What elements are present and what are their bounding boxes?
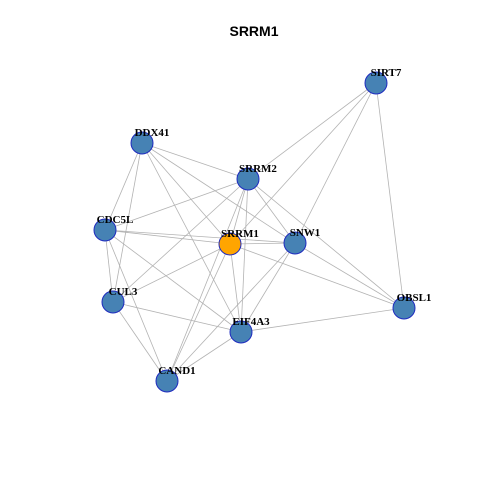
- graph-title: SRRM1: [229, 23, 278, 39]
- node-obsl1: OBSL1: [392, 292, 432, 320]
- edge-srrm2-snw1: [247, 178, 296, 244]
- node-srrm2: SRRM2: [236, 163, 277, 191]
- edge-ddx41-cdc5l: [104, 142, 143, 231]
- edge-ddx41-srrm2: [141, 142, 249, 180]
- edge-sirt7-srrm2: [247, 82, 377, 180]
- edge-ddx41-srrm1: [141, 142, 231, 245]
- edge-snw1-cand1: [166, 242, 296, 382]
- node-label: SIRT7: [371, 67, 402, 79]
- node-circle: [218, 232, 242, 256]
- edge-cdc5l-cul3: [104, 229, 114, 303]
- node-circle: [392, 296, 416, 320]
- node-circle: [93, 218, 117, 242]
- edge-eif4a3-obsl1: [240, 307, 405, 333]
- edge-snw1-eif4a3: [240, 242, 296, 333]
- edge-snw1-obsl1: [294, 242, 405, 309]
- edge-cdc5l-cand1: [104, 229, 168, 382]
- edge-sirt7-obsl1: [375, 82, 405, 309]
- node-circle: [101, 290, 125, 314]
- node-cul3: CUL3: [101, 286, 138, 314]
- edge-srrm2-cand1: [166, 178, 249, 382]
- edge-cul3-eif4a3: [112, 301, 242, 333]
- edge-srrm2-eif4a3: [240, 178, 249, 333]
- node-eif4a3: EIF4A3: [229, 316, 270, 344]
- edge-sirt7-snw1: [294, 82, 377, 244]
- node-circle: [236, 167, 260, 191]
- node-label: EIF4A3: [232, 316, 270, 328]
- node-label: OBSL1: [397, 292, 432, 304]
- edge-eif4a3-cand1: [166, 331, 242, 382]
- node-label: SRRM2: [239, 163, 277, 175]
- node-label: DDX41: [135, 127, 170, 139]
- node-cdc5l: CDC5L: [93, 214, 134, 242]
- edge-srrm1-cul3: [112, 243, 231, 303]
- node-circle: [130, 131, 154, 155]
- edge-ddx41-eif4a3: [141, 142, 242, 333]
- edge-sirt7-srrm1: [229, 82, 377, 245]
- node-cand1: CAND1: [155, 365, 196, 393]
- edge-cul3-cand1: [112, 301, 168, 382]
- node-circle: [229, 320, 253, 344]
- node-srrm1: SRRM1: [218, 228, 259, 256]
- edge-cdc5l-srrm1: [104, 229, 231, 245]
- node-ddx41: DDX41: [130, 127, 170, 155]
- node-circle: [155, 369, 179, 393]
- node-label: SNW1: [290, 227, 321, 239]
- edge-srrm1-cand1: [166, 243, 231, 382]
- edge-srrm2-cul3: [112, 178, 249, 303]
- edge-srrm1-eif4a3: [229, 243, 242, 333]
- node-label: CUL3: [109, 286, 138, 298]
- node-circle: [283, 231, 307, 255]
- node-circle: [364, 71, 388, 95]
- edge-srrm2-obsl1: [247, 178, 405, 309]
- node-snw1: SNW1: [283, 227, 321, 255]
- node-sirt7: SIRT7: [364, 67, 402, 95]
- node-label: SRRM1: [221, 228, 259, 240]
- edge-ddx41-snw1: [141, 142, 296, 244]
- edge-ddx41-cul3: [112, 142, 143, 303]
- edge-srrm2-cdc5l: [104, 178, 249, 231]
- edge-srrm1-obsl1: [229, 243, 405, 309]
- edge-cdc5l-snw1: [104, 229, 296, 244]
- edge-cdc5l-eif4a3: [104, 229, 242, 333]
- node-label: CDC5L: [97, 214, 134, 226]
- node-label: CAND1: [158, 365, 195, 377]
